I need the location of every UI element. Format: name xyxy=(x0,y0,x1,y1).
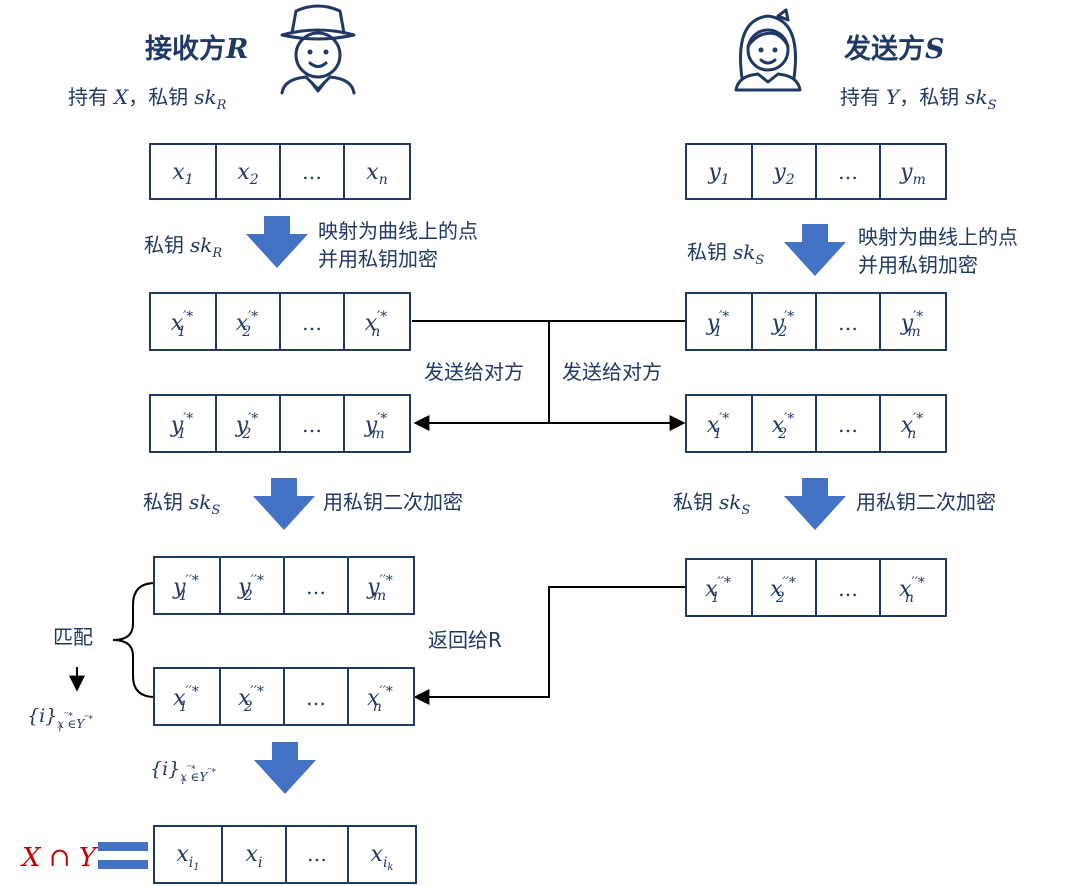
match-result-arrow xyxy=(254,742,316,794)
cell: y′*m xyxy=(364,411,388,442)
send-to-peer-left: 发送给对方 xyxy=(424,360,524,384)
cell: x′′*2 xyxy=(770,575,796,606)
cell: x1 xyxy=(172,160,193,188)
cell: y′*1 xyxy=(170,411,194,442)
cell: … xyxy=(302,160,322,184)
map-encrypt-right-line1: 映射为曲线上的点 xyxy=(858,225,1018,249)
cell: x′′*n xyxy=(899,575,925,606)
cell: … xyxy=(302,413,322,437)
cell: … xyxy=(838,413,858,437)
cell: xn xyxy=(366,160,387,188)
cell: x′*1 xyxy=(707,411,730,442)
re-encrypt-arrow-left xyxy=(253,478,315,530)
cell: xi xyxy=(246,842,263,871)
cell: y2 xyxy=(772,160,794,188)
cell: x′*2 xyxy=(236,309,259,340)
cell: xik xyxy=(371,842,394,873)
match-set-expression: {i}x′′*i∈Y′′* xyxy=(27,705,93,734)
cell: y′*2 xyxy=(771,309,795,340)
table-x-encrypted: x′*1 x′*2 … x′*n xyxy=(149,292,411,351)
cell: ym xyxy=(899,160,926,188)
map-encrypt-right-line2: 并用私钥加密 xyxy=(858,253,978,277)
svg-text:接收方R: 接收方R xyxy=(145,33,248,65)
encrypt-arrow-right xyxy=(784,224,846,276)
cell: y′*1 xyxy=(706,309,730,340)
re-encrypt-arrow-right xyxy=(784,478,846,530)
cell: … xyxy=(838,577,858,601)
cell: … xyxy=(838,160,858,184)
table-y-encrypted: y′*1 y′*2 … y′*m xyxy=(685,292,947,351)
re-encrypt-left: 用私钥二次加密 xyxy=(323,490,463,514)
send-to-peer-right: 发送给对方 xyxy=(562,360,662,384)
cell: … xyxy=(306,686,326,710)
man-with-hat-icon xyxy=(280,4,356,95)
woman-icon xyxy=(734,8,802,92)
cell: x′′*2 xyxy=(238,684,264,715)
table-y-double-encrypted: y′′*1 y′′*2 … y′′*m xyxy=(153,556,415,615)
svg-text:发送方S: 发送方S xyxy=(843,33,945,65)
encrypt-arrow-left xyxy=(246,216,308,268)
cell: … xyxy=(306,575,326,599)
cell: x2 xyxy=(237,160,258,188)
intersection-label: X ∩ Y xyxy=(20,843,99,873)
return-to-r-label: 返回给R xyxy=(428,628,502,652)
cell: x′*n xyxy=(901,411,924,442)
map-encrypt-left-line1: 映射为曲线上的点 xyxy=(318,219,478,243)
cell: … xyxy=(302,311,322,335)
cell: y1 xyxy=(707,160,729,188)
result-set-expression: {i}x′′*i∈Y′′* xyxy=(150,758,216,787)
cell: y′′*m xyxy=(366,573,393,604)
cell: … xyxy=(838,311,858,335)
cell: x′′*1 xyxy=(173,684,199,715)
match-label: 匹配 xyxy=(53,625,93,649)
cell: y′′*1 xyxy=(172,573,199,604)
match-brace xyxy=(112,582,156,698)
cell: … xyxy=(307,842,327,866)
equals-sign xyxy=(98,842,148,869)
table-y-received: y′*1 y′*2 … y′*m xyxy=(149,394,411,453)
cell: x′′*n xyxy=(367,684,393,715)
cell: x′*1 xyxy=(171,309,194,340)
table-intersection-result: xi1 xi … xik xyxy=(153,825,417,884)
exchange-connectors xyxy=(412,320,688,431)
table-x-original: x1 x2 … xn xyxy=(149,143,411,200)
table-x-double-encrypted-returned: x′′*1 x′′*2 … x′′*n xyxy=(153,667,415,726)
table-x-double-encrypted-sender: x′′*1 x′′*2 … x′′*n xyxy=(685,558,947,617)
re-encrypt-right: 用私钥二次加密 xyxy=(856,490,996,514)
cell: x′*2 xyxy=(772,411,795,442)
cell: y′*m xyxy=(900,309,924,340)
table-x-received: x′*1 x′*2 … x′*n xyxy=(685,394,947,453)
return-connector xyxy=(413,586,688,705)
cell: x′*n xyxy=(365,309,388,340)
cell: y′′*2 xyxy=(237,573,264,604)
cell: x′′*1 xyxy=(705,575,731,606)
cell: y′*2 xyxy=(235,411,259,442)
cell: xi1 xyxy=(176,842,199,873)
table-y-original: y1 y2 … ym xyxy=(685,143,947,200)
map-encrypt-left-line2: 并用私钥加密 xyxy=(318,247,438,271)
